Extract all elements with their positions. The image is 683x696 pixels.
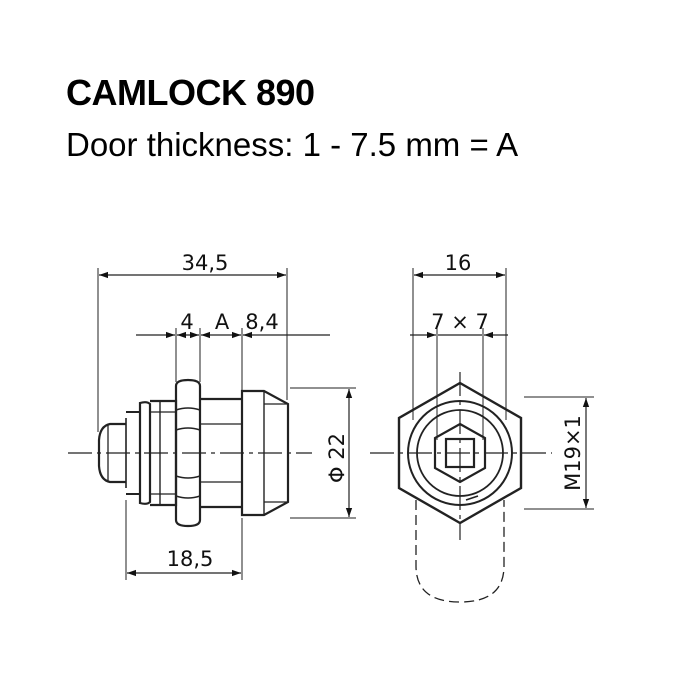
dim-hex-width: 16 (445, 251, 472, 275)
dim-door-thickness: A (215, 310, 230, 334)
dim-cam-length: 8,4 (245, 310, 278, 334)
dim-overall-length: 34,5 (182, 251, 229, 275)
page-subtitle: Door thickness: 1 - 7.5 mm = A (66, 126, 519, 163)
page-title: CAMLOCK 890 (66, 72, 315, 113)
front-view: 16 7 × 7 M19×1 (370, 251, 594, 603)
side-view: 34,5 4 A 8,4 18,5 Φ 22 (68, 251, 356, 580)
dim-front-length: 18,5 (167, 547, 214, 571)
dim-body-diameter: Φ 22 (325, 433, 349, 483)
dim-nut-width: 4 (180, 310, 193, 334)
dim-thread: M19×1 (561, 415, 585, 491)
dim-square-key: 7 × 7 (431, 310, 489, 334)
